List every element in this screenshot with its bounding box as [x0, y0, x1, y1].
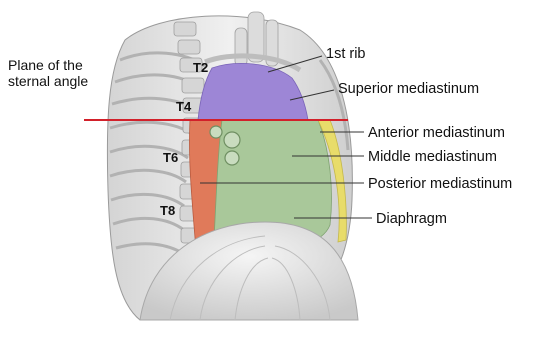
vertebra-t6-label: T6	[163, 150, 178, 165]
diaphragm-label: Diaphragm	[376, 211, 447, 227]
first-rib-label: 1st rib	[326, 46, 366, 62]
plane-label-line1: Plane of the	[8, 57, 83, 73]
middle-mediastinum-label: Middle mediastinum	[368, 149, 497, 165]
anterior-mediastinum-label: Anterior mediastinum	[368, 125, 505, 141]
vertebra-t8-label: T8	[160, 203, 175, 218]
plane-label-line2: sternal angle	[8, 73, 88, 89]
vertebra-t2-label: T2	[193, 60, 208, 75]
posterior-mediastinum-label: Posterior mediastinum	[368, 176, 512, 192]
superior-mediastinum-label: Superior mediastinum	[338, 81, 479, 97]
vertebra-t4-label: T4	[176, 99, 192, 114]
